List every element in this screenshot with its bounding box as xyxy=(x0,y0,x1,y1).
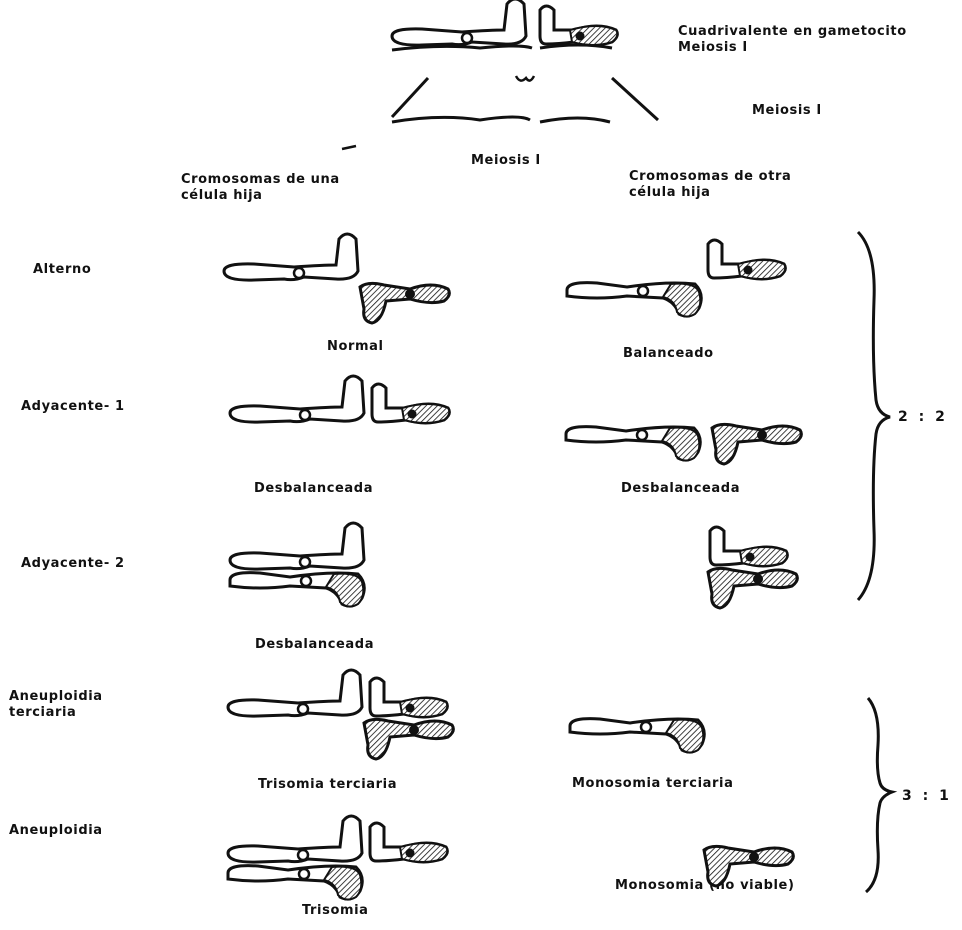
row-alterno-right xyxy=(567,240,785,317)
quadrivalent-top xyxy=(392,0,617,50)
row-adyacente2-right xyxy=(708,527,797,608)
row-aneuploidia-terciaria-right xyxy=(570,719,704,753)
row-adyacente1-right xyxy=(566,424,801,464)
row-adyacente1-left xyxy=(230,376,449,423)
row-aneuploidia-terciaria-left xyxy=(228,670,453,759)
row-adyacente2-left xyxy=(230,523,364,607)
row-aneuploidia-left xyxy=(228,816,447,900)
brace-3-1 xyxy=(866,698,892,892)
row-alterno-left xyxy=(224,234,449,323)
meiosis-separation xyxy=(342,76,658,149)
brace-2-2 xyxy=(858,232,890,600)
row-aneuploidia-right xyxy=(704,846,793,886)
